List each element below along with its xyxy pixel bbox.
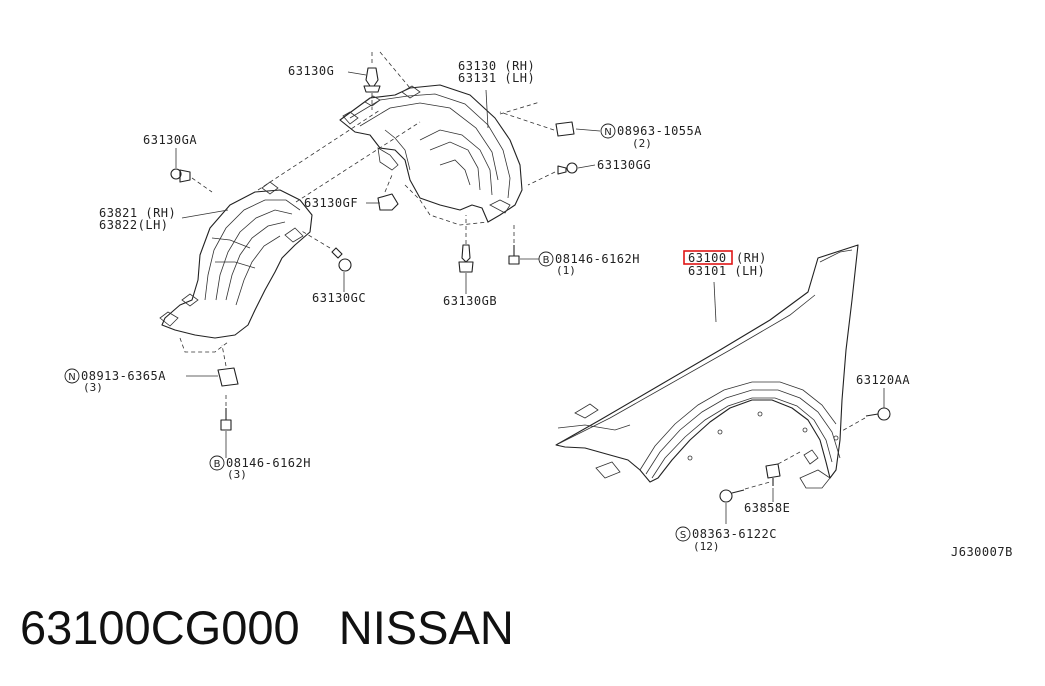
label-63100: 63100 xyxy=(688,251,727,265)
b-marker-lower-icon xyxy=(209,455,225,471)
qty-08146-lower: (3) xyxy=(227,468,247,481)
label-63130gb: 63130GB xyxy=(443,294,497,308)
label-63821: 63821 (RH) xyxy=(99,206,176,220)
label-63120aa: 63120AA xyxy=(856,373,910,387)
label-63130gc: 63130GC xyxy=(312,291,366,305)
b-marker-upper-label: B xyxy=(543,255,550,266)
qty-08913: (3) xyxy=(83,381,103,394)
label-63130gf: 63130GF xyxy=(304,196,358,210)
clip-63130g-icon xyxy=(363,52,381,110)
clip-63130gc-icon xyxy=(299,229,352,272)
part-number-caption: 63100CG000 NISSAN xyxy=(20,601,514,654)
diagram-code: J630007B xyxy=(951,545,1013,559)
fender-liner-front xyxy=(339,84,523,226)
n-marker-lower-icon xyxy=(64,368,80,384)
qty-08146-upper: (1) xyxy=(556,264,576,277)
clip-63130ga-icon xyxy=(170,168,213,193)
label-63130g: 63130G xyxy=(288,64,334,78)
nut-08913-icon xyxy=(217,344,239,387)
n-marker-label: N xyxy=(604,127,611,138)
bolt-08146-lower-icon xyxy=(220,392,232,431)
bolt-08146-upper-icon xyxy=(508,222,520,265)
s-marker-label: S xyxy=(680,530,686,541)
label-08146-upper: 08146-6162H xyxy=(555,252,640,266)
s-marker-icon xyxy=(675,526,691,542)
label-63101: 63101 (LH) xyxy=(688,264,765,278)
label-08146-lower: 08146-6162H xyxy=(226,456,311,470)
label-08913: 08913-6365A xyxy=(81,369,166,383)
label-08363: 08363-6122C xyxy=(692,527,777,541)
label-63130: 63130 (RH) xyxy=(458,59,535,73)
fender-liner-rear xyxy=(159,181,313,353)
label-63858e: 63858E xyxy=(744,501,790,515)
clip-63130gf-icon xyxy=(377,174,399,211)
label-63100-side: (RH) xyxy=(736,251,767,265)
highlight-box xyxy=(683,250,733,265)
b-marker-lower-label: B xyxy=(214,459,221,470)
clip-63130gb-icon xyxy=(458,215,474,273)
bolt-63120aa-icon xyxy=(839,407,891,433)
qty-08363: (12) xyxy=(693,540,720,553)
screw-08363-icon xyxy=(719,481,771,503)
label-08963: 08963-1055A xyxy=(617,124,702,138)
nut-08963-icon xyxy=(499,111,575,137)
b-marker-upper-icon xyxy=(538,251,554,267)
label-63822: 63822(LH) xyxy=(99,218,169,232)
label-63130gg: 63130GG xyxy=(597,158,651,172)
front-fender xyxy=(555,244,859,489)
qty-08963: (2) xyxy=(632,137,652,150)
label-63131: 63131 (LH) xyxy=(458,71,535,85)
n-marker-icon xyxy=(600,123,616,139)
clip-63858e-icon xyxy=(765,451,801,486)
n-marker-lower-label: N xyxy=(68,372,75,383)
label-63130ga: 63130GA xyxy=(143,133,197,147)
clip-63130gg-icon xyxy=(527,162,578,186)
